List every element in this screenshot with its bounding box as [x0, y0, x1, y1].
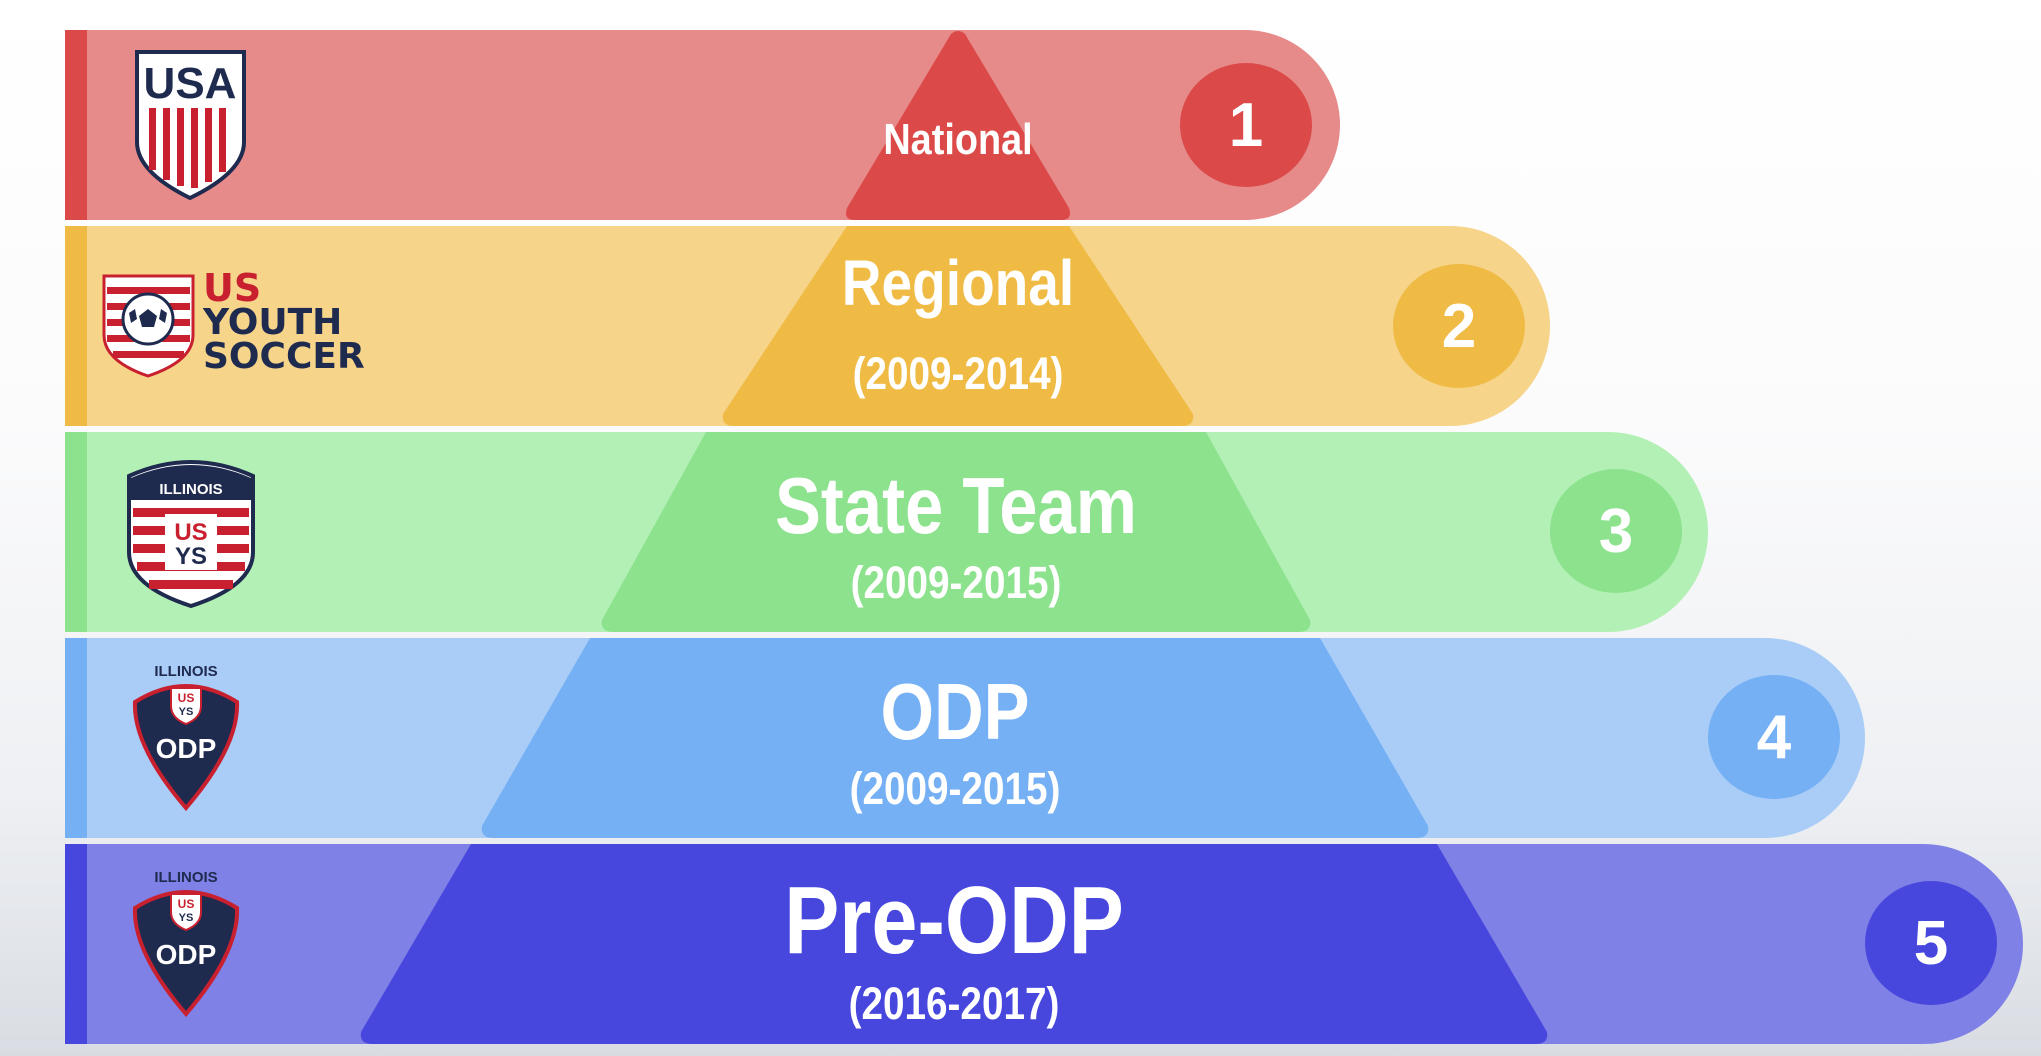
tier-title: State Team [775, 461, 1137, 550]
soccer-ball-icon [102, 274, 195, 378]
illinois-odp-shield-icon: ILLINOIS US YS ODP [132, 869, 240, 1018]
tier-title: National [883, 115, 1033, 164]
tier-years: (2009-2014) [852, 348, 1064, 399]
logo-text-odp: ODP [156, 939, 217, 970]
level-badge: 1 [1180, 63, 1312, 187]
tier-regional: Regional (2009-2014) 2 US YOUTH SOCCE [65, 226, 1550, 426]
logo-text-youth: YOUTH [203, 302, 343, 343]
tier-edge [65, 638, 87, 838]
pyramid-tier-shape [360, 844, 1548, 1044]
level-badge: 5 [1865, 881, 1997, 1005]
tier-edge [65, 844, 87, 1044]
logo-text-ys: YS [179, 912, 194, 924]
logo-text-soccer: SOCCER [203, 336, 365, 377]
logo-text-odp: ODP [156, 733, 217, 764]
level-badge: 4 [1708, 675, 1840, 799]
tier-years: (2009-2015) [849, 763, 1061, 814]
illinois-youth-soccer-shield-icon: ILLINOIS US YS [127, 460, 255, 608]
tier-years: (2009-2015) [850, 557, 1062, 608]
logo-text-illinois: ILLINOIS [154, 663, 217, 680]
tier-odp: ODP (2009-2015) 4 ILLINOIS US YS ODP [65, 638, 1865, 838]
pyramid-tier-shape [481, 638, 1429, 838]
tier-edge [65, 226, 87, 426]
tier-state-team: State Team (2009-2015) 3 ILLINOIS US YS [65, 432, 1708, 632]
level-badge: 3 [1550, 469, 1682, 593]
tier-title: Regional [841, 247, 1075, 319]
logo-text-us: US [203, 266, 262, 310]
tier-edge [65, 432, 87, 632]
logo-text-us: US [178, 691, 195, 705]
pyramid-tier-shape [846, 31, 1070, 220]
us-youth-soccer-logo: US YOUTH SOCCER [101, 269, 391, 383]
pyramid-tier-shape [601, 432, 1311, 632]
level-badge: 2 [1393, 264, 1525, 388]
tier-years: (2016-2017) [848, 978, 1060, 1029]
logo-text-us: US [178, 897, 195, 911]
svg-text:USA: USA [144, 59, 237, 108]
tier-band [65, 30, 1340, 220]
pyramid-tier-shape [722, 226, 1194, 426]
logo-text-ys: YS [179, 706, 194, 718]
logo-text-illinois: ILLINOIS [154, 869, 217, 886]
tier-title: ODP [880, 667, 1030, 756]
us-soccer-crest-icon: USA [135, 50, 246, 200]
tier-edge [65, 30, 87, 220]
tier-title: Pre-ODP [784, 867, 1124, 974]
illinois-odp-shield-icon: ILLINOIS US YS ODP [132, 663, 240, 812]
tier-pre-odp: Pre-ODP (2016-2017) 5 ILLINOIS US YS ODP [65, 844, 2023, 1044]
tier-national: National 1 USA [65, 30, 1340, 220]
logo-text-illinois: ILLINOIS [159, 481, 222, 498]
logo-text-ys: YS [175, 543, 207, 570]
logo-text-us: US [174, 519, 207, 546]
